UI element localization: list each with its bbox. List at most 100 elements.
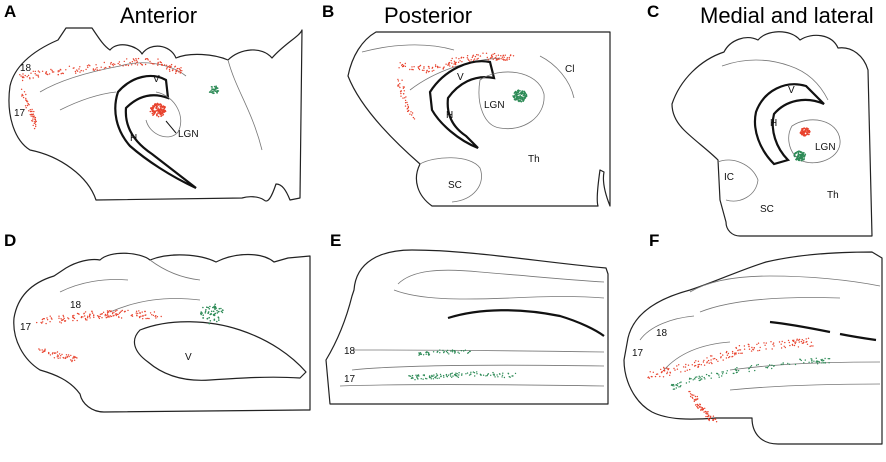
- green-label-dot: [446, 376, 449, 378]
- ventricle-d: [133, 321, 307, 381]
- red-label-dot: [116, 309, 118, 312]
- red-label-dot: [144, 63, 147, 66]
- red-label-dot: [164, 110, 167, 113]
- red-label-dot: [38, 71, 41, 73]
- green-label-dot: [503, 376, 506, 379]
- red-label-dot: [82, 316, 84, 318]
- label-lgn-a: LGN: [178, 129, 199, 140]
- red-label-dot: [159, 107, 162, 109]
- red-label-dot: [148, 317, 150, 320]
- green-label-dot: [468, 374, 471, 376]
- red-label-dot: [735, 352, 737, 354]
- red-label-dot: [104, 315, 106, 317]
- red-label-dot: [492, 53, 494, 55]
- red-label-dot: [663, 367, 665, 370]
- red-label-dot: [778, 341, 781, 343]
- green-label-dot: [470, 371, 472, 373]
- red-label-dot: [805, 127, 808, 129]
- panel-letter-d: D: [4, 231, 16, 250]
- red-label-dot: [413, 66, 415, 68]
- red-label-dot: [48, 352, 50, 355]
- red-label-dot: [459, 60, 461, 62]
- red-label-dot: [741, 352, 743, 354]
- green-label-dot: [689, 377, 691, 379]
- red-label-dot: [144, 310, 146, 313]
- red-label-dot: [404, 99, 407, 102]
- green-label-dot: [811, 358, 813, 360]
- green-label-dot: [426, 378, 428, 380]
- red-label-dot: [443, 66, 445, 68]
- red-label-dot: [131, 61, 134, 63]
- red-label-dot: [411, 114, 413, 116]
- red-label-dot: [55, 352, 57, 354]
- red-label-dot: [34, 73, 36, 75]
- red-label-dot: [166, 67, 168, 69]
- red-label-dot: [807, 130, 810, 132]
- panel-letter-b: B: [322, 2, 334, 21]
- green-label-dot: [493, 373, 495, 375]
- red-label-dot: [39, 349, 41, 351]
- green-label-dot: [733, 372, 735, 375]
- green-label-dot: [430, 376, 432, 379]
- red-label-dot: [66, 356, 68, 358]
- red-label-dot: [470, 59, 472, 61]
- sulcus-a-1: [39, 62, 187, 93]
- red-label-dot: [738, 352, 740, 354]
- red-label-dot: [500, 55, 502, 57]
- red-label-dot: [686, 369, 688, 371]
- red-label-dot: [24, 105, 27, 107]
- red-label-dot: [810, 345, 812, 347]
- red-label-dot: [805, 341, 807, 343]
- red-label-dot: [722, 359, 724, 361]
- red-label-dot: [60, 322, 62, 324]
- red-label-dot: [399, 86, 401, 89]
- red-label-dot: [170, 63, 173, 66]
- red-label-dot: [108, 66, 111, 68]
- red-label-dot: [401, 63, 404, 66]
- red-label-dot: [781, 340, 783, 343]
- label-v-a: V: [153, 74, 160, 85]
- red-label-dot: [707, 414, 710, 417]
- green-label-dot: [497, 376, 499, 378]
- red-label-dot: [725, 357, 728, 359]
- red-label-dot: [693, 399, 696, 401]
- red-label-dot: [34, 121, 36, 123]
- red-label-dot: [157, 115, 160, 118]
- red-label-dot: [129, 61, 131, 64]
- red-label-dot: [693, 394, 695, 396]
- red-label-dot: [120, 310, 122, 312]
- green-label-dot: [209, 320, 212, 322]
- red-label-dot: [397, 84, 400, 86]
- red-label-dot: [160, 109, 163, 111]
- red-label-dot: [65, 354, 68, 356]
- label-18-f: 18: [656, 328, 668, 339]
- green-label-dot: [211, 88, 213, 90]
- green-label-dot: [804, 359, 806, 361]
- red-label-dot: [86, 319, 88, 321]
- green-label-dot: [698, 379, 700, 382]
- green-label-dot: [499, 373, 501, 375]
- red-label-dot: [135, 58, 137, 60]
- green-label-dot: [443, 376, 445, 378]
- red-label-dot: [153, 63, 155, 65]
- red-label-dot: [157, 107, 159, 109]
- red-label-dot: [404, 97, 406, 99]
- green-label-dot: [213, 307, 216, 309]
- green-label-dot: [438, 377, 440, 379]
- green-label-dot: [721, 375, 723, 377]
- red-label-dot: [147, 59, 149, 61]
- red-label-dot: [114, 310, 117, 312]
- green-label-dot: [435, 376, 437, 378]
- pointer-line-a: [165, 120, 177, 134]
- red-label-dot: [114, 63, 116, 66]
- red-label-dot: [58, 315, 60, 317]
- red-label-dot: [697, 364, 699, 366]
- green-label-dot: [411, 374, 414, 377]
- red-label-dot: [142, 318, 144, 320]
- green-label-dot: [765, 366, 767, 369]
- red-label-dot: [697, 404, 699, 407]
- green-label-dot: [811, 360, 813, 362]
- green-label-dot: [457, 351, 459, 353]
- red-label-dot: [659, 375, 661, 378]
- red-label-dot: [106, 313, 109, 315]
